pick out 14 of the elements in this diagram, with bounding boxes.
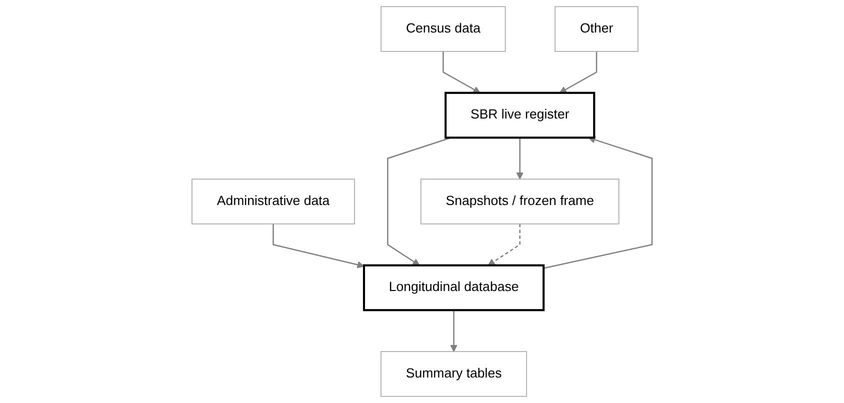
node-box: Summary tables — [380, 351, 527, 397]
node-box: Administrative data — [192, 178, 355, 224]
arrow — [488, 224, 520, 266]
node-box: Census data — [380, 6, 506, 52]
node-box: Longitudinal database — [362, 264, 545, 312]
node-box: Snapshots / frozen frame — [420, 178, 620, 224]
node-box: SBR live register — [444, 92, 596, 139]
arrow — [559, 51, 598, 94]
node-box: Other — [554, 6, 638, 52]
arrow — [442, 51, 480, 94]
arrow — [450, 310, 458, 352]
arrow — [516, 138, 524, 180]
arrow — [543, 136, 653, 269]
arrow — [272, 224, 364, 268]
